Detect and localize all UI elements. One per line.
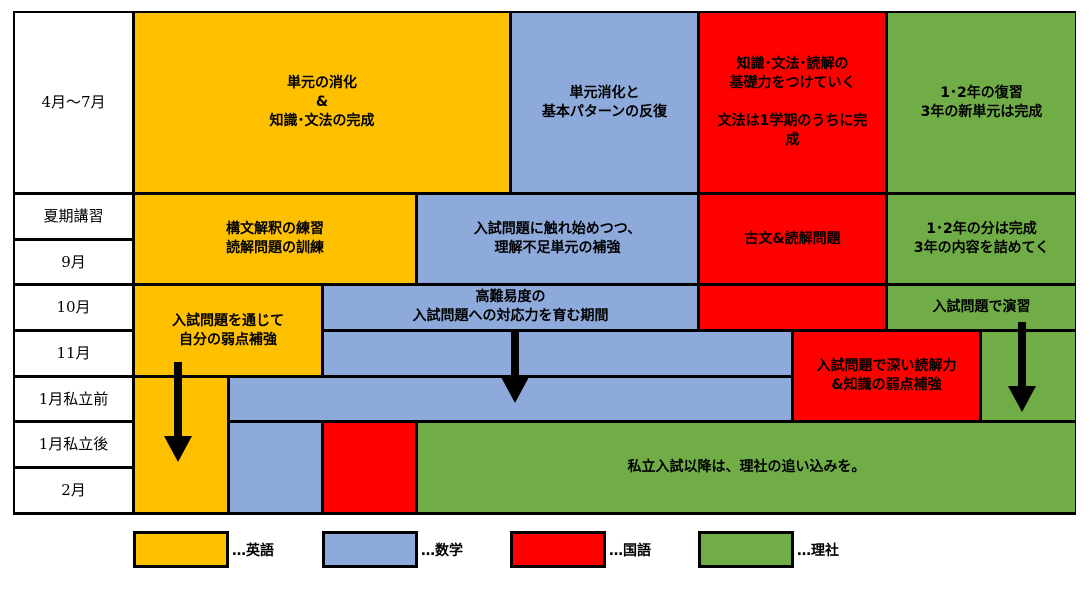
row-label: 4月～7月 [15, 13, 132, 192]
math-january [230, 378, 791, 420]
legend-swatch [510, 531, 606, 568]
row-label: 1月私立前 [15, 378, 132, 420]
legend-japanese: …国語 [510, 531, 651, 568]
legend-label: …英語 [232, 542, 274, 559]
row-label: 11月 [15, 332, 132, 375]
japanese-nov-jan: 入試問題で深い読解力 &知識の弱点補強 [794, 332, 979, 420]
legend-math: …数学 [322, 531, 463, 568]
row-label: 1月私立後 [15, 423, 132, 466]
japanese-october [700, 286, 885, 329]
science-social-after-private: 私立入試以降は、理社の追い込みを。 [418, 423, 1075, 512]
legend-science-social: …理社 [698, 531, 839, 568]
science-social-nov-jan [982, 332, 1075, 420]
japanese-term1: 知識･文法･読解の 基礎力をつけていく 文法は1学期のうちに完 成 [700, 13, 885, 192]
math-after-private [230, 423, 321, 512]
legend-label: …理社 [797, 542, 839, 559]
schedule-table: 4月～7月 夏期講習 9月 10月 11月 1月私立前 1月私立後 2月 単元の… [13, 11, 1076, 515]
row-label: 夏期講習 [15, 195, 132, 238]
english-summer: 構文解釈の練習 読解問題の訓練 [135, 195, 415, 283]
science-social-term1: 1･2年の復習 3年の新単元は完成 [888, 13, 1075, 192]
english-jan-feb [135, 378, 227, 512]
legend-swatch [133, 531, 229, 568]
math-term1: 単元消化と 基本パターンの反復 [512, 13, 697, 192]
science-social-october: 入試問題で演習 [888, 286, 1075, 329]
math-november [324, 332, 791, 375]
japanese-summer: 古文&読解問題 [700, 195, 885, 283]
math-summer: 入試問題に触れ始めつつ、 理解不足単元の補強 [418, 195, 697, 283]
row-label: 10月 [15, 286, 132, 329]
japanese-after-private [324, 423, 415, 512]
row-label: 2月 [15, 469, 132, 512]
legend-english: …英語 [133, 531, 274, 568]
english-autumn: 入試問題を通じて 自分の弱点補強 [135, 286, 321, 375]
english-term1: 単元の消化 & 知識･文法の完成 [135, 13, 509, 192]
math-october: 高難易度の 入試問題への対応力を育む期間 [324, 286, 697, 329]
legend-label: …数学 [421, 542, 463, 559]
legend-label: …国語 [609, 542, 651, 559]
legend-swatch [698, 531, 794, 568]
row-label: 9月 [15, 241, 132, 283]
science-social-summer: 1･2年の分は完成 3年の内容を詰めてく [888, 195, 1075, 283]
legend-swatch [322, 531, 418, 568]
